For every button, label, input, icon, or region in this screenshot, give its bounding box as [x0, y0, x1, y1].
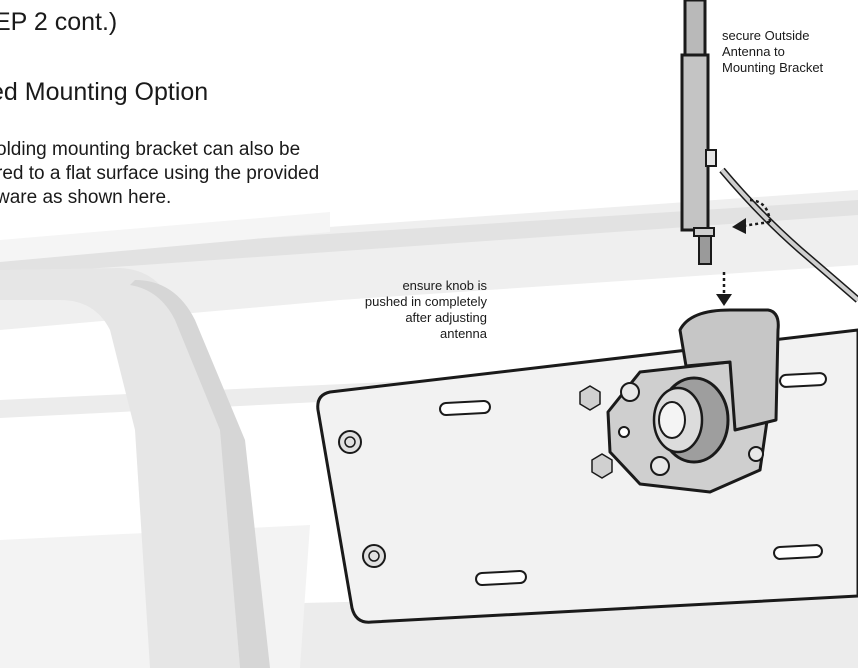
section-title: ed Mounting Option [0, 78, 209, 106]
body-line-1: olding mounting bracket can also be [0, 139, 301, 160]
callout-secure-antenna: secure Outside Antenna to Mounting Brack… [722, 28, 823, 76]
callout-knob-line-4: antenna [440, 326, 487, 341]
body-line-2: red to a flat surface using the provided [0, 163, 320, 184]
body-line-3: ware as shown here. [0, 187, 172, 208]
callout-antenna-line-1: secure Outside [722, 28, 810, 43]
outside-antenna [680, 0, 717, 265]
callout-knob-line-2: pushed in completely [364, 294, 487, 309]
mounting-bracket [579, 308, 780, 494]
callout-antenna-line-3: Mounting Bracket [722, 60, 824, 75]
callout-antenna-line-2: Antenna to [722, 44, 785, 59]
callout-ensure-knob: ensure knob is pushed in completely afte… [365, 278, 487, 342]
step-title: EP 2 cont.) [0, 8, 118, 36]
direction-arrows [716, 198, 772, 306]
callout-knob-line-1: ensure knob is [402, 278, 487, 293]
callout-knob-line-3: after adjusting [405, 310, 487, 325]
